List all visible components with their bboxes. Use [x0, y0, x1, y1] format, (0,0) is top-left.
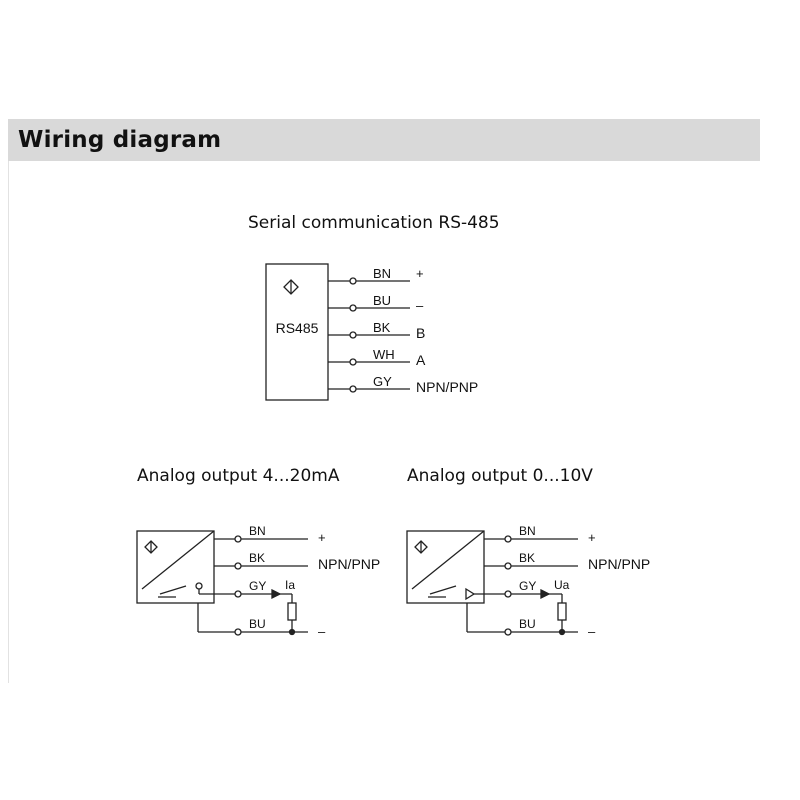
voltage-wire-signal-label: – — [588, 624, 596, 639]
current-wire-signal-label: – — [318, 624, 326, 639]
voltage-output-arrow-icon — [465, 587, 476, 601]
junction-dot — [558, 628, 566, 636]
sensor-face-diagonal — [411, 530, 485, 590]
current-wire-color-label: GY — [249, 579, 266, 593]
rs485-wire-signal-label: A — [416, 352, 426, 368]
section-header-bar: Wiring diagram — [8, 119, 760, 161]
sensor-face-diagonal — [141, 530, 215, 590]
rs485-wire-bu — [328, 304, 410, 312]
rs485-wire-color-label: BU — [373, 293, 391, 308]
load-resistor — [287, 602, 297, 621]
sensor-symbol-icon — [283, 279, 299, 295]
arrow-icon — [271, 588, 282, 600]
voltage-wire-signal-label: + — [588, 530, 596, 545]
current-output-node — [195, 582, 203, 590]
rs485-device-box — [265, 263, 329, 401]
rs485-wire-color-label: BN — [373, 266, 391, 281]
rs485-wire-bn — [328, 277, 410, 285]
current-wire-color-label: BU — [249, 617, 266, 631]
current-wire-signal-label: + — [318, 530, 326, 545]
arrow-icon — [540, 588, 551, 600]
switch-contact-icon — [158, 585, 187, 598]
voltage-wire-color-label: BU — [519, 617, 536, 631]
rs485-wire-wh — [328, 358, 410, 366]
rs485-wire-bk — [328, 331, 410, 339]
switch-contact-icon — [428, 585, 457, 598]
rs485-device-label: RS485 — [276, 320, 319, 336]
rs485-wire-signal-label: B — [416, 325, 425, 341]
sensor-symbol-icon — [414, 540, 428, 554]
rs485-wire-signal-label: NPN/PNP — [416, 379, 478, 395]
rs485-wire-gy — [328, 385, 410, 393]
sensor-symbol-icon — [144, 540, 158, 554]
current-wire-color-label: BN — [249, 524, 266, 538]
left-divider — [8, 161, 9, 683]
rs485-wire-color-label: BK — [373, 320, 391, 335]
rs485-wire-signal-label: – — [416, 298, 424, 313]
analog-voltage-diagram — [406, 530, 578, 636]
voltage-wire-color-label: BN — [519, 524, 536, 538]
load-resistor — [557, 602, 567, 621]
current-wire-signal-label: Ia — [285, 578, 295, 592]
voltage-wire-signal-label: Ua — [554, 578, 570, 592]
rs485-diagram — [265, 263, 410, 401]
rs485-wire-color-label: GY — [373, 374, 392, 389]
analog-voltage-diagram-title: Analog output 0...10V — [407, 466, 593, 486]
rs485-wire-signal-label: + — [416, 266, 424, 281]
analog-current-diagram-title: Analog output 4...20mA — [137, 466, 340, 486]
section-title: Wiring diagram — [18, 127, 222, 153]
voltage-wire-color-label: BK — [519, 551, 535, 565]
junction-dot — [288, 628, 296, 636]
voltage-sensor-box — [406, 530, 485, 604]
voltage-wire-signal-label: NPN/PNP — [588, 556, 650, 572]
rs485-wire-color-label: WH — [373, 347, 395, 362]
current-sensor-box — [136, 530, 215, 604]
analog-current-diagram — [136, 530, 308, 636]
voltage-wire-color-label: GY — [519, 579, 536, 593]
rs485-diagram-title: Serial communication RS-485 — [248, 213, 500, 233]
current-wire-signal-label: NPN/PNP — [318, 556, 380, 572]
current-wire-color-label: BK — [249, 551, 265, 565]
